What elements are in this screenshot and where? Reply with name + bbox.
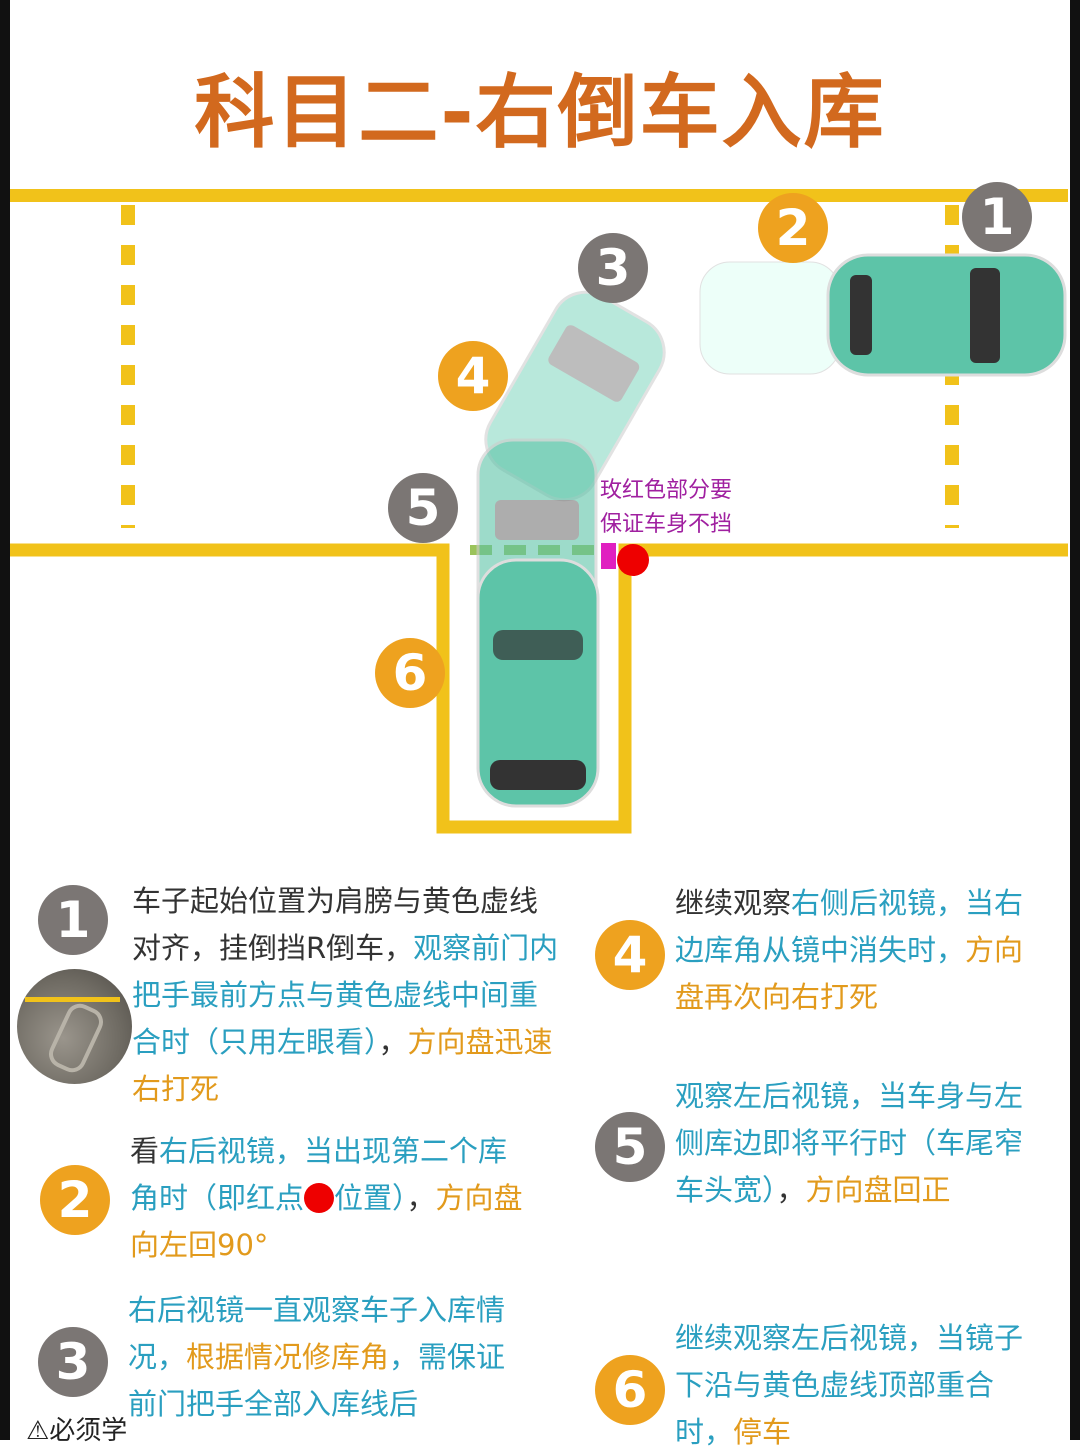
step-2-text: 看右后视镜，当出现第二个库角时（即红点位置），方向盘向左回90° [130,1128,530,1269]
step-badge-3: 3 [38,1327,108,1397]
text-segment: 继续观察左后视镜，当镜子下沿与黄色虚线顶部重合时， [675,1321,1024,1449]
text-segment: 根据情况修库角 [186,1340,390,1374]
step-1-text: 车子起始位置为肩膀与黄色虚线对齐，挂倒挡R倒车，观察前门内把手最前方点与黄色虚线… [132,878,562,1113]
text-segment: 看 [130,1134,160,1168]
red-dot-icon [304,1183,335,1213]
text-segment: 继续观察 [675,886,792,920]
text-segment: 方向盘迅速右打死 [132,1025,553,1106]
page-title: 科目二-右倒车入库 [194,66,886,159]
step-3-text: 右后视镜一直观察车子入库情况，根据情况修库角，需保证前门把手全部入库线后 [128,1287,528,1428]
magenta-note: 玫红色部分要 保证车身不挡 [600,474,732,542]
top-boundary-line [10,189,1068,202]
step-4-text: 继续观察右侧后视镜，当右边库角从镜中消失时，方向盘再次向右打死 [675,880,1045,1021]
position-badge-6: 6 [375,638,445,708]
right-border [1070,0,1080,1440]
text-segment: 观察前门内把手最前方点与黄色虚线中间重合时（只用左眼看） [132,931,559,1059]
left-border [0,0,10,1440]
step-badge-6: 6 [595,1355,665,1425]
car-final [476,558,600,808]
note-line: 玫红色部分要 [600,478,733,503]
step-badge-5: 5 [595,1112,665,1182]
parking-diagram [10,189,1068,834]
step-5-text: 观察左后视镜，当车身与左侧库边即将平行时（车尾窄车头宽），方向盘回正 [675,1073,1045,1214]
step-badge-4: 4 [595,920,665,990]
door-handle-image [17,969,132,1084]
text-segment: 停车 [733,1415,792,1449]
red-dot-marker [617,544,649,576]
step-badge-2: 2 [40,1165,110,1235]
position-badge-5: 5 [388,473,458,543]
car-start [826,253,1067,377]
text-segment: 方向盘再次向右打死 [675,933,1024,1014]
text-segment: ， [406,1181,436,1215]
watermark: ⚠必须学 [26,1416,128,1446]
text-segment: 右后视镜一直观察车子入库情况， [128,1293,506,1374]
garage-outline [10,543,1068,834]
position-badge-3: 3 [578,233,648,303]
position-badge-1: 1 [962,182,1032,252]
text-segment: 车子起始位置为肩膀与黄色虚线对齐，挂倒挡R倒车， [132,884,539,965]
text-segment: ， [776,1173,806,1207]
position-badge-4: 4 [438,341,508,411]
pink-marker [601,543,616,569]
text-segment: 右侧后视镜，当右边库角从镜中消失时， [675,886,1024,967]
position-badge-2: 2 [758,193,828,263]
step-badge-1: 1 [38,885,108,955]
text-segment: 方向盘向左回90° [130,1181,523,1262]
text-segment: 观察左后视镜，当车身与左侧库边即将平行时（车尾窄车头宽） [675,1079,1024,1207]
car-ghost-2 [699,261,841,375]
text-segment: 方向盘回正 [805,1173,951,1207]
text-segment: ，需保证前门把手全部入库线后 [128,1340,506,1421]
text-segment: ， [378,1025,408,1059]
note-line: 保证车身不挡 [600,512,733,537]
text-segment: 位置） [334,1181,407,1215]
text-segment: 右后视镜，当出现第二个库角时（即红点 [130,1134,508,1215]
step-6-text: 继续观察左后视镜，当镜子下沿与黄色虚线顶部重合时，停车 [675,1315,1045,1456]
